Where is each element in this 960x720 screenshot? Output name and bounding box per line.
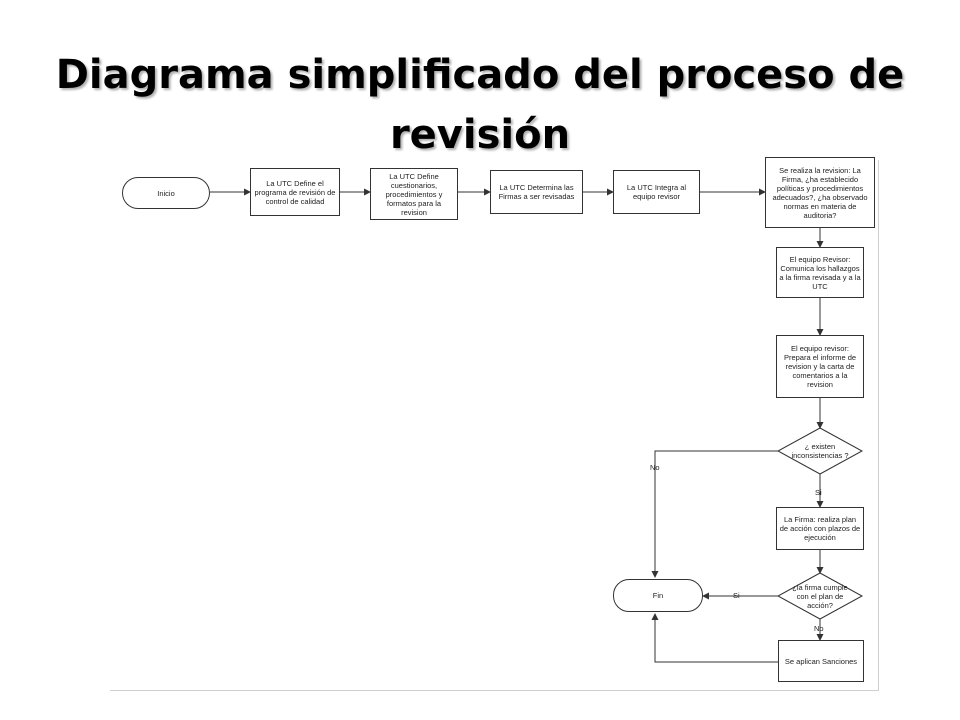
start-terminal: Inicio — [122, 177, 210, 209]
step-realiza-revision: Se realiza la revision: La Firma, ¿ha es… — [765, 157, 875, 228]
step-integra-equipo: La UTC Integra al equipo revisor — [613, 170, 700, 214]
step-comunica-hallazgos: El equipo Revisor: Comunica los hallazgo… — [776, 247, 864, 298]
page-title-line-1: Diagrama simplificado del proceso de — [55, 52, 905, 98]
step-plan-de-accion: La Firma: realiza plan de acción con pla… — [776, 507, 864, 550]
decision-cumple-plan-text: ¿la firma cumple con el plan de acción? — [792, 582, 848, 610]
step-determina-firmas: La UTC Determina las Firmas a ser revisa… — [490, 170, 583, 214]
step-define-programa: La UTC Define el programa de revisión de… — [250, 168, 340, 216]
decision-diamond-1 — [776, 427, 864, 475]
edge-n9-fin — [651, 613, 778, 663]
step-aplican-sanciones: Se aplican Sanciones — [778, 640, 864, 682]
end-terminal: Fin — [613, 579, 703, 612]
step-define-cuestionarios: La UTC Define cuestionarios, procedimien… — [370, 168, 458, 220]
edge-label-d1-no: No — [650, 463, 660, 472]
edge-d1-no-fin — [651, 450, 778, 578]
step-prepara-informe: El equipo revisor: Prepara el informe de… — [776, 335, 864, 398]
decision-diamond-2 — [776, 572, 864, 620]
diagram-frame — [110, 160, 879, 691]
edge-label-d2-no: No — [814, 624, 824, 633]
decision-inconsistencias-text: ¿ existen inconsistencias ? — [791, 442, 849, 460]
edge-label-d2-si: Si — [733, 591, 740, 600]
edge-label-d1-si: Si — [815, 488, 822, 497]
page-title-line-2: revisión — [389, 112, 571, 158]
